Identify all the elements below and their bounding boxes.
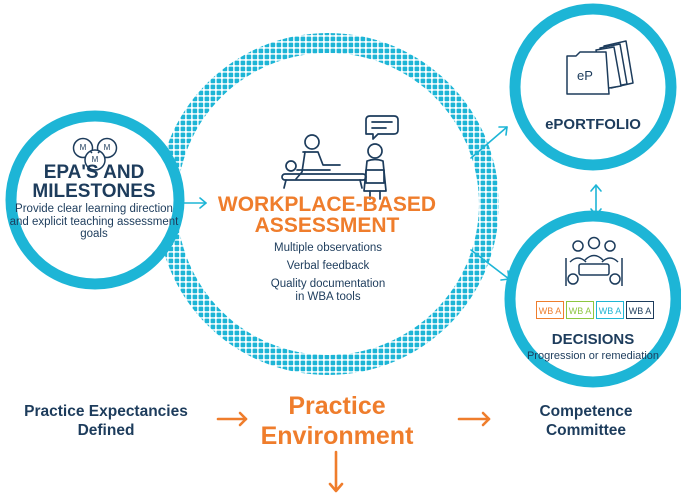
eportfolio-title: ePORTFOLIO xyxy=(545,116,641,133)
folder-icon xyxy=(566,40,634,95)
epa-circle xyxy=(5,110,185,290)
arrow-left-to-middle xyxy=(216,411,248,427)
epa-description: Provide clear learning direction and exp… xyxy=(9,203,179,240)
practice-expectancies-label: Practice Expectancies Defined xyxy=(24,403,188,439)
epa-title-line1: EPA'S AND xyxy=(43,162,145,183)
wba-tag-cyan: WB A xyxy=(596,301,624,319)
wba-tag-green: WB A xyxy=(566,301,594,319)
milestones-icon-letter: M xyxy=(103,143,111,152)
arrow-wba-to-eportfolio xyxy=(470,126,508,159)
epa-title: EPA'S AND MILESTONES xyxy=(8,163,180,201)
wba-title: WORKPLACE-BASED ASSESSMENT xyxy=(212,194,442,236)
milestones-icon-letter: M xyxy=(91,155,99,164)
decisions-description: Progression or remediation xyxy=(526,350,660,362)
wba-point: Multiple observations xyxy=(273,242,383,254)
decisions-circle xyxy=(504,210,681,388)
epa-title-line2: MILESTONES xyxy=(32,181,156,202)
wba-title-line1: WORKPLACE-BASED xyxy=(217,193,437,216)
meeting-icon xyxy=(565,236,623,286)
wba-point: Quality documentation in WBA tools xyxy=(270,278,386,303)
arrow-middle-to-right xyxy=(457,411,491,427)
competence-committee-label: Competence Committee xyxy=(539,403,633,439)
wba-point: Verbal feedback xyxy=(286,260,370,272)
wba-tag-navy: WB A xyxy=(626,301,654,319)
arrow-down xyxy=(328,450,344,493)
practice-environment-label: Practice Environment xyxy=(260,392,414,450)
clinical-scene-icon xyxy=(281,115,399,200)
arrow-epa-to-wba xyxy=(180,197,207,209)
milestones-icon xyxy=(72,137,118,171)
wba-title-line2: ASSESSMENT xyxy=(254,214,400,237)
arrow-eportfolio-decisions xyxy=(590,184,602,216)
arrow-wba-to-decisions xyxy=(470,249,510,281)
milestones-icon-letter: M xyxy=(79,143,87,152)
wba-tag-orange: WB A xyxy=(536,301,564,319)
wba-circle xyxy=(157,33,499,375)
decisions-title: DECISIONS xyxy=(551,331,635,348)
folder-icon-label: eP xyxy=(577,68,593,83)
